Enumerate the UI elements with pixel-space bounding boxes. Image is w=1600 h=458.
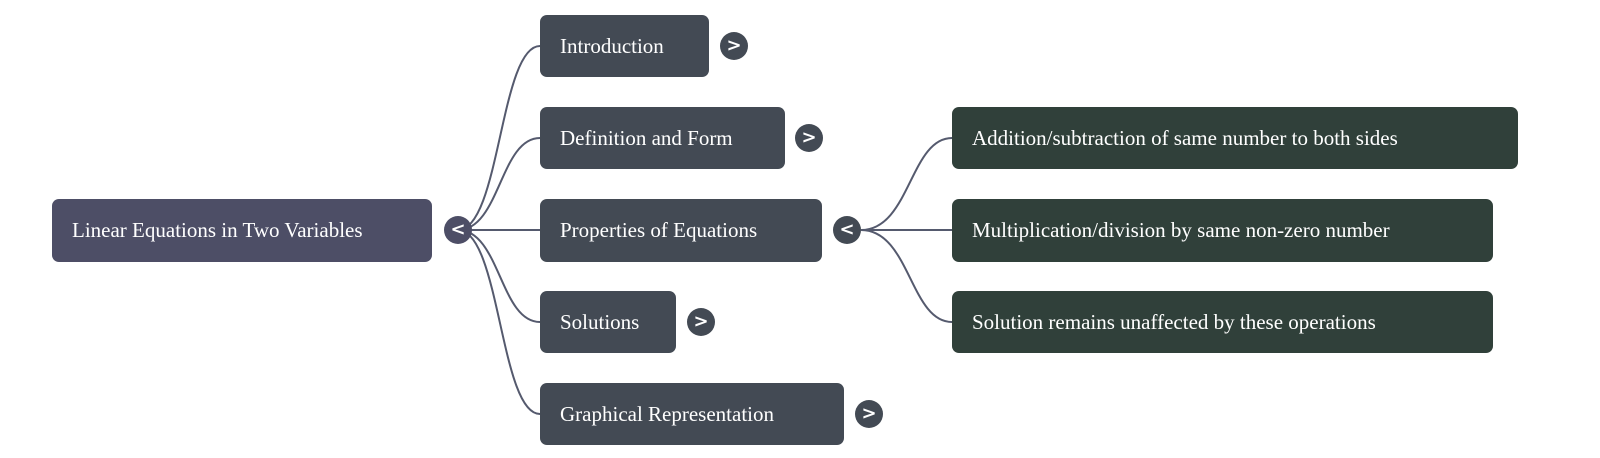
node-introduction-label: Introduction	[560, 33, 664, 58]
node-graphical-label: Graphical Representation	[560, 401, 774, 426]
node-multiplication-division[interactable]: Multiplication/division by same non-zero…	[952, 199, 1493, 262]
collapse-properties-toggle[interactable]: <	[833, 216, 861, 244]
node-solutions-label: Solutions	[560, 309, 640, 334]
node-definition-and-form-label: Definition and Form	[560, 125, 733, 150]
node-addition-subtraction[interactable]: Addition/subtraction of same number to b…	[952, 107, 1518, 169]
expand-solutions-toggle[interactable]: >	[687, 308, 715, 336]
expand-introduction-toggle[interactable]: >	[720, 32, 748, 60]
node-solution-unaffected-label: Solution remains unaffected by these ope…	[972, 309, 1376, 334]
node-addition-label: Addition/subtraction of same number to b…	[972, 125, 1398, 150]
expand-definition-toggle[interactable]: >	[795, 124, 823, 152]
edge-properties-addition	[860, 137, 953, 231]
node-solutions[interactable]: Solutions	[540, 291, 676, 353]
node-graphical-representation[interactable]: Graphical Representation	[540, 383, 844, 445]
edge-root-definition	[457, 137, 541, 231]
node-multiplication-label: Multiplication/division by same non-zero…	[972, 218, 1390, 242]
node-properties-of-equations[interactable]: Properties of Equations	[540, 199, 822, 262]
edge-properties-solution	[860, 229, 953, 323]
node-properties-label: Properties of Equations	[560, 218, 758, 242]
root-node-label: Linear Equations in Two Variables	[72, 218, 363, 242]
expand-graphical-toggle[interactable]: >	[855, 400, 883, 428]
node-definition-and-form[interactable]: Definition and Form	[540, 107, 785, 169]
node-solution-unaffected[interactable]: Solution remains unaffected by these ope…	[952, 291, 1493, 353]
edge-root-introduction	[457, 45, 541, 231]
edge-root-solutions	[457, 229, 541, 323]
node-introduction[interactable]: Introduction	[540, 15, 709, 77]
edge-root-graphical	[457, 229, 541, 415]
collapse-root-toggle[interactable]: <	[444, 216, 472, 244]
root-node[interactable]: Linear Equations in Two Variables	[52, 199, 432, 262]
